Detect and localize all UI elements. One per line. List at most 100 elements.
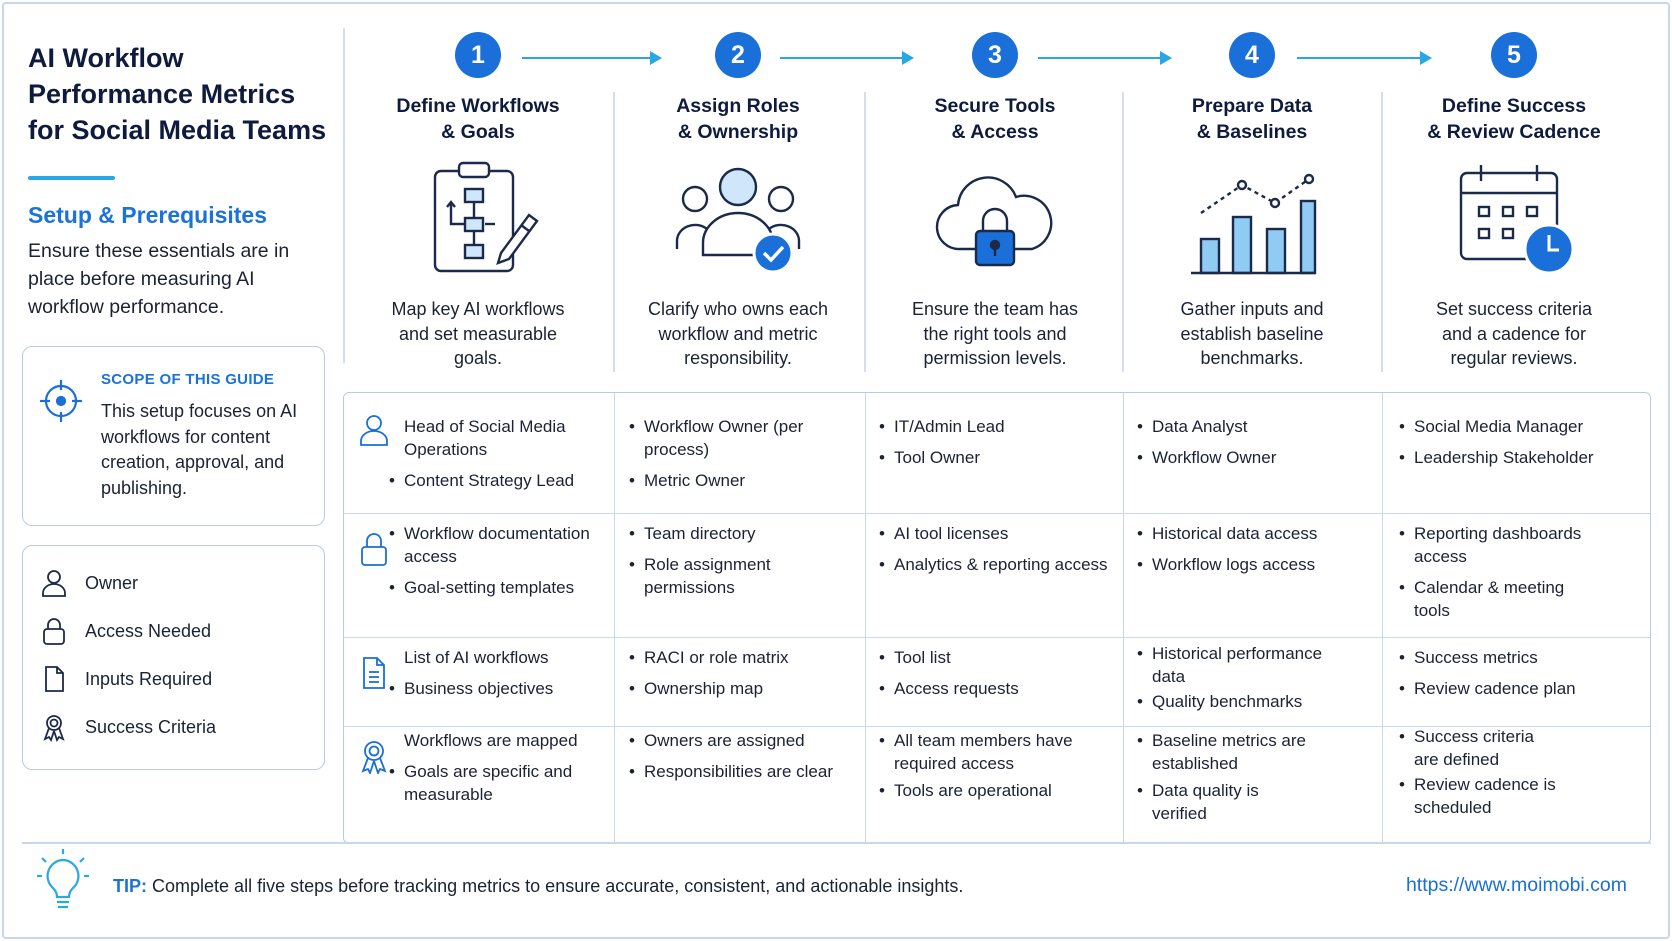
step-2: 2 Assign Roles & Ownership Clarify who o… [609, 32, 867, 371]
step-description: Gather inputs and establish baseline ben… [1180, 299, 1324, 368]
list-item: Metric Owner [628, 469, 858, 492]
lock-icon [43, 618, 65, 645]
website-link[interactable]: https://www.moimobi.com [1405, 874, 1627, 896]
list-item: Workflow documentation access [388, 522, 608, 568]
list-item: Analytics & reporting access [878, 553, 1118, 576]
column-divider [1123, 393, 1124, 843]
title-underline [28, 176, 115, 180]
bar-chart-icon [1191, 173, 1317, 275]
list-item: List of AI workflows [404, 648, 549, 667]
scope-heading: SCOPE OF THIS GUIDE [101, 371, 275, 388]
cell-access-3: AI tool licenses Analytics & reporting a… [878, 522, 1118, 584]
legend-label: Access Needed [85, 620, 212, 641]
column-divider [1382, 393, 1383, 843]
list-item: Baseline metrics are established [1136, 729, 1316, 775]
step-number: 5 [1491, 32, 1537, 78]
list-item: Review cadence plan [1398, 677, 1638, 700]
list-item: Owners are assigned [628, 729, 858, 752]
row-divider [344, 637, 1650, 638]
list-item: Access requests [878, 677, 1118, 700]
list-item: Tool list [878, 646, 1118, 669]
legend-card: Owner Access Needed Inputs Required Succ… [22, 545, 325, 770]
step-title: Define Success & Review Cadence [1427, 95, 1601, 143]
step-arrow [780, 51, 914, 65]
step-3: 3 Secure Tools & Access Ensure the team … [866, 32, 1124, 371]
step-number: 2 [715, 32, 761, 78]
cell-inputs-5: Success metrics Review cadence plan [1398, 646, 1638, 708]
cell-owner-3: IT/Admin Lead Tool Owner [878, 415, 1118, 477]
scope-text: This setup focuses on AI workflows for c… [101, 401, 298, 498]
list-item: Workflow logs access [1136, 553, 1376, 576]
lock-icon [361, 533, 387, 566]
list-item: Goals are specific and measurable [388, 760, 608, 806]
cell-access-4: Historical data access Workflow logs acc… [1136, 522, 1376, 584]
cell-inputs-1: List of AI workflows Business objectives [388, 646, 608, 708]
document-icon [45, 666, 64, 692]
step-title: Secure Tools & Access [934, 95, 1056, 143]
cell-success-5: Success criteria are defined Review cade… [1398, 725, 1558, 827]
step-title: Define Workflows & Goals [396, 95, 560, 143]
target-icon [40, 380, 82, 422]
lightbulb-icon [37, 849, 89, 909]
scope-card: SCOPE OF THIS GUIDE This setup focuses o… [22, 346, 325, 526]
list-item: Success criteria are defined [1398, 725, 1558, 771]
intro-text: Ensure these essentials are in place bef… [28, 240, 290, 318]
page-title: AI Workflow Performance Metrics for Soci… [28, 43, 327, 145]
clipboard-flowchart-icon [433, 161, 539, 273]
team-check-icon [675, 167, 801, 274]
list-item: Responsibilities are clear [628, 760, 858, 783]
cell-owner-4: Data Analyst Workflow Owner [1136, 415, 1376, 477]
list-item: Business objectives [388, 677, 608, 700]
list-item: Content Strategy Lead [388, 469, 608, 492]
left-panel: AI Workflow Performance Metrics for Soci… [28, 40, 338, 321]
list-item: Historical data access [1136, 522, 1376, 545]
row-divider [344, 726, 1650, 727]
column-divider [613, 92, 615, 372]
list-item: Team directory [628, 522, 858, 545]
list-item: Role assignment permissions [628, 553, 858, 599]
list-item: Success metrics [1398, 646, 1638, 669]
section-subtitle: Setup & Prerequisites [28, 202, 268, 228]
list-item: Workflow Owner (per process) [628, 415, 858, 461]
cell-success-2: Owners are assigned Responsibilities are… [628, 729, 858, 791]
list-item: IT/Admin Lead [878, 415, 1118, 438]
step-description: Map key AI workflows and set measurable … [391, 299, 565, 368]
step-description: Ensure the team has the right tools and … [911, 299, 1079, 368]
step-number: 3 [972, 32, 1018, 78]
step-arrow [1297, 51, 1432, 65]
list-item: Historical performance data [1136, 642, 1336, 688]
list-item: Review cadence is scheduled [1398, 773, 1558, 819]
list-item: Calendar & meeting tools [1398, 576, 1598, 622]
list-item: Ownership map [628, 677, 858, 700]
cell-success-3: All team members have required access To… [878, 729, 1078, 810]
tip-label: TIP: [113, 876, 147, 896]
column-divider [1122, 92, 1124, 372]
legend-item-inputs: Inputs Required [39, 662, 212, 696]
step-arrow [522, 51, 662, 65]
legend-label: Owner [85, 572, 139, 593]
step-description: Clarify who owns each workflow and metri… [647, 299, 829, 368]
legend-item-success: Success Criteria [39, 710, 216, 744]
cell-success-1: Workflows are mapped Goals are specific … [388, 729, 608, 814]
award-icon [43, 715, 65, 742]
cell-access-5: Reporting dashboards access Calendar & m… [1398, 522, 1598, 630]
list-item: Data quality is verified [1136, 779, 1316, 825]
cell-inputs-4: Historical performance data Quality benc… [1136, 642, 1336, 721]
legend-label: Success Criteria [85, 716, 217, 737]
step-1: 1 Define Workflows & Goals Map key AI wo… [349, 32, 607, 371]
list-item: Social Media Manager [1398, 415, 1643, 438]
award-icon [361, 741, 387, 774]
column-divider [1381, 92, 1383, 372]
list-item: RACI or role matrix [628, 646, 858, 669]
legend-item-access: Access Needed [39, 614, 211, 648]
person-icon [360, 415, 388, 446]
list-item: Tools are operational [878, 779, 1078, 802]
cell-access-2: Team directory Role assignment permissio… [628, 522, 858, 607]
step-arrow [1038, 51, 1172, 65]
cell-inputs-2: RACI or role matrix Ownership map [628, 646, 858, 708]
list-item: Goal-setting templates [388, 576, 608, 599]
cell-success-4: Baseline metrics are established Data qu… [1136, 729, 1316, 833]
column-divider [614, 393, 615, 843]
list-item: Tool Owner [878, 446, 1118, 469]
